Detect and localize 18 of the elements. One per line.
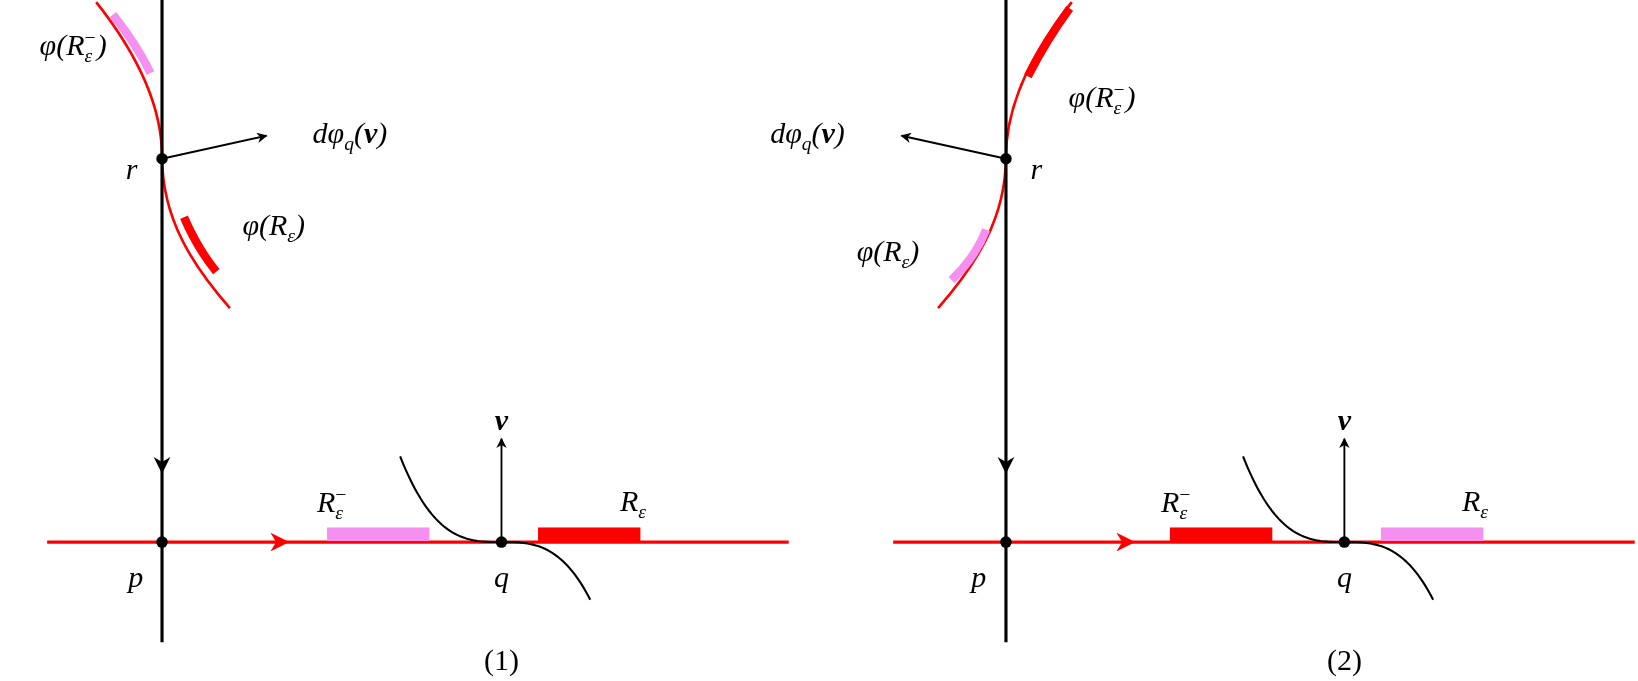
point-label: r xyxy=(1030,154,1043,185)
curve-label: φ(R$_{ε}$) xyxy=(856,236,920,272)
vector-label: v xyxy=(494,404,509,435)
interval-label: R$_{ε}$ xyxy=(620,485,647,522)
vector-label: v xyxy=(1337,404,1352,435)
panel-number: (2) xyxy=(1326,645,1362,676)
point-label: q xyxy=(493,561,509,592)
panel-number: (1) xyxy=(483,645,519,676)
curve-label: φ(R$_{ε}$$^{−}$) xyxy=(1068,80,1136,118)
point-label: r xyxy=(125,154,138,185)
vector-label: dφ$_{q}$(v) xyxy=(312,118,388,154)
interval-label: R$_{ε}$ xyxy=(1462,485,1489,522)
curve-label: φ(R$_{ε}$) xyxy=(242,209,305,246)
point-label: p xyxy=(971,561,987,592)
point-label: q xyxy=(1336,561,1352,592)
point-label: p xyxy=(128,561,144,592)
curve-label: φ(R$_{ε}$$^{−}$) xyxy=(39,28,107,66)
vector-label: dφ$_{q}$(v) xyxy=(770,118,845,154)
